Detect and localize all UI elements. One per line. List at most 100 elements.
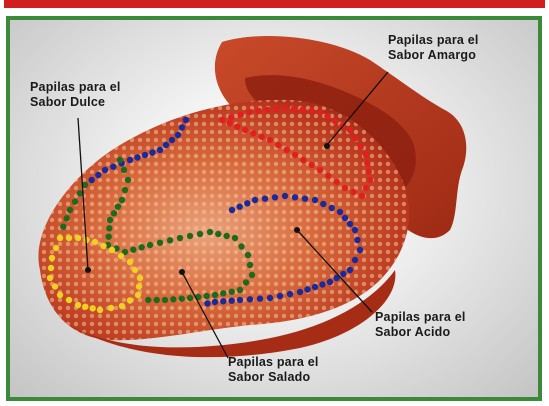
salado-dot bbox=[162, 297, 168, 303]
salado-dot bbox=[72, 199, 78, 205]
amargo-dot bbox=[347, 127, 353, 133]
acido-dot bbox=[292, 194, 298, 200]
amargo-dot bbox=[317, 109, 323, 115]
salado-dot bbox=[67, 207, 73, 213]
dulce-dot bbox=[137, 275, 143, 281]
acido-dot bbox=[127, 157, 133, 163]
amargo-dot bbox=[227, 120, 233, 126]
dulce-dot bbox=[109, 247, 115, 253]
acido-dot bbox=[229, 298, 235, 304]
label-sabor-amargo: Papilas para el Sabor Amargo bbox=[388, 33, 479, 63]
acido-dot bbox=[357, 247, 363, 253]
acido-dot bbox=[183, 117, 189, 123]
acido-dot bbox=[354, 237, 360, 243]
salado-dot bbox=[237, 287, 243, 293]
amargo-dot bbox=[282, 105, 288, 111]
acido-dot bbox=[277, 293, 283, 299]
amargo-dot bbox=[292, 152, 298, 158]
salado-dot bbox=[157, 240, 163, 246]
acido-dot bbox=[247, 296, 253, 302]
salado-dot bbox=[212, 292, 218, 298]
salado-dot bbox=[119, 197, 125, 203]
acido-dot bbox=[169, 137, 175, 143]
salado-dot bbox=[107, 217, 113, 223]
salado-dot bbox=[147, 242, 153, 248]
dulce-dot bbox=[108, 305, 114, 311]
acido-dot bbox=[142, 152, 148, 158]
amargo-dot bbox=[367, 177, 373, 183]
salado-dot bbox=[179, 296, 185, 302]
acido-dot bbox=[95, 172, 101, 178]
salado-dot bbox=[197, 231, 203, 237]
dulce-dot bbox=[127, 259, 133, 265]
acido-dot bbox=[302, 196, 308, 202]
dulce-dot bbox=[66, 235, 72, 241]
pointer-dulce-end bbox=[85, 267, 91, 273]
salado-dot bbox=[106, 234, 112, 240]
dulce-dot bbox=[97, 307, 103, 313]
salado-dot bbox=[106, 225, 112, 231]
amargo-dot bbox=[358, 144, 364, 150]
salado-dot bbox=[63, 215, 69, 221]
amargo-dot bbox=[256, 108, 262, 114]
salado-dot bbox=[170, 296, 176, 302]
acido-dot bbox=[267, 295, 273, 301]
acido-dot bbox=[312, 197, 318, 203]
acido-dot bbox=[262, 196, 268, 202]
acido-dot bbox=[282, 193, 288, 199]
salado-dot bbox=[207, 229, 213, 235]
acido-dot bbox=[175, 132, 181, 138]
salado-dot bbox=[121, 167, 127, 173]
amargo-dot bbox=[363, 152, 369, 158]
acido-dot bbox=[252, 197, 258, 203]
acido-dot bbox=[157, 147, 163, 153]
acido-dot bbox=[329, 205, 335, 211]
acido-dot bbox=[102, 167, 108, 173]
amargo-dot bbox=[238, 112, 244, 118]
amargo-dot bbox=[317, 167, 323, 173]
label-amargo-line2: Sabor Amargo bbox=[388, 48, 479, 63]
amargo-dot bbox=[228, 114, 234, 120]
dulce-dot bbox=[52, 283, 58, 289]
label-acido-line1: Papilas para el bbox=[375, 310, 466, 325]
acido-dot bbox=[110, 164, 116, 170]
amargo-dot bbox=[366, 169, 372, 175]
label-acido-line2: Sabor Acido bbox=[375, 325, 466, 340]
dulce-dot bbox=[127, 297, 133, 303]
amargo-dot bbox=[300, 157, 306, 163]
amargo-dot bbox=[308, 108, 314, 114]
acido-dot bbox=[352, 257, 358, 263]
dulce-dot bbox=[135, 292, 141, 298]
dulce-dot bbox=[118, 253, 124, 259]
salado-dot bbox=[167, 237, 173, 243]
salado-dot bbox=[111, 210, 117, 216]
acido-dot bbox=[229, 207, 235, 213]
salado-dot bbox=[125, 177, 131, 183]
amargo-dot bbox=[334, 179, 340, 185]
amargo-dot bbox=[364, 160, 370, 166]
salado-dot bbox=[247, 262, 253, 268]
salado-dot bbox=[238, 243, 244, 249]
amargo-dot bbox=[273, 106, 279, 112]
acido-dot bbox=[244, 200, 250, 206]
acido-dot bbox=[297, 289, 303, 295]
acido-dot bbox=[304, 286, 310, 292]
dulce-dot bbox=[57, 292, 63, 298]
amargo-dot bbox=[275, 142, 281, 148]
amargo-dot bbox=[359, 193, 365, 199]
acido-dot bbox=[163, 142, 169, 148]
dulce-dot bbox=[90, 305, 96, 311]
amargo-dot bbox=[219, 117, 225, 123]
salado-dot bbox=[122, 187, 128, 193]
dulce-dot bbox=[48, 265, 54, 271]
pointer-acido-end bbox=[294, 227, 300, 233]
label-dulce-line1: Papilas para el bbox=[30, 80, 121, 95]
amargo-dot bbox=[291, 106, 297, 112]
salado-dot bbox=[177, 235, 183, 241]
label-salado-line1: Papilas para el bbox=[228, 355, 319, 370]
salado-dot bbox=[229, 289, 235, 295]
dulce-dot bbox=[100, 243, 106, 249]
salado-dot bbox=[249, 272, 255, 278]
salado-dot bbox=[215, 231, 221, 237]
